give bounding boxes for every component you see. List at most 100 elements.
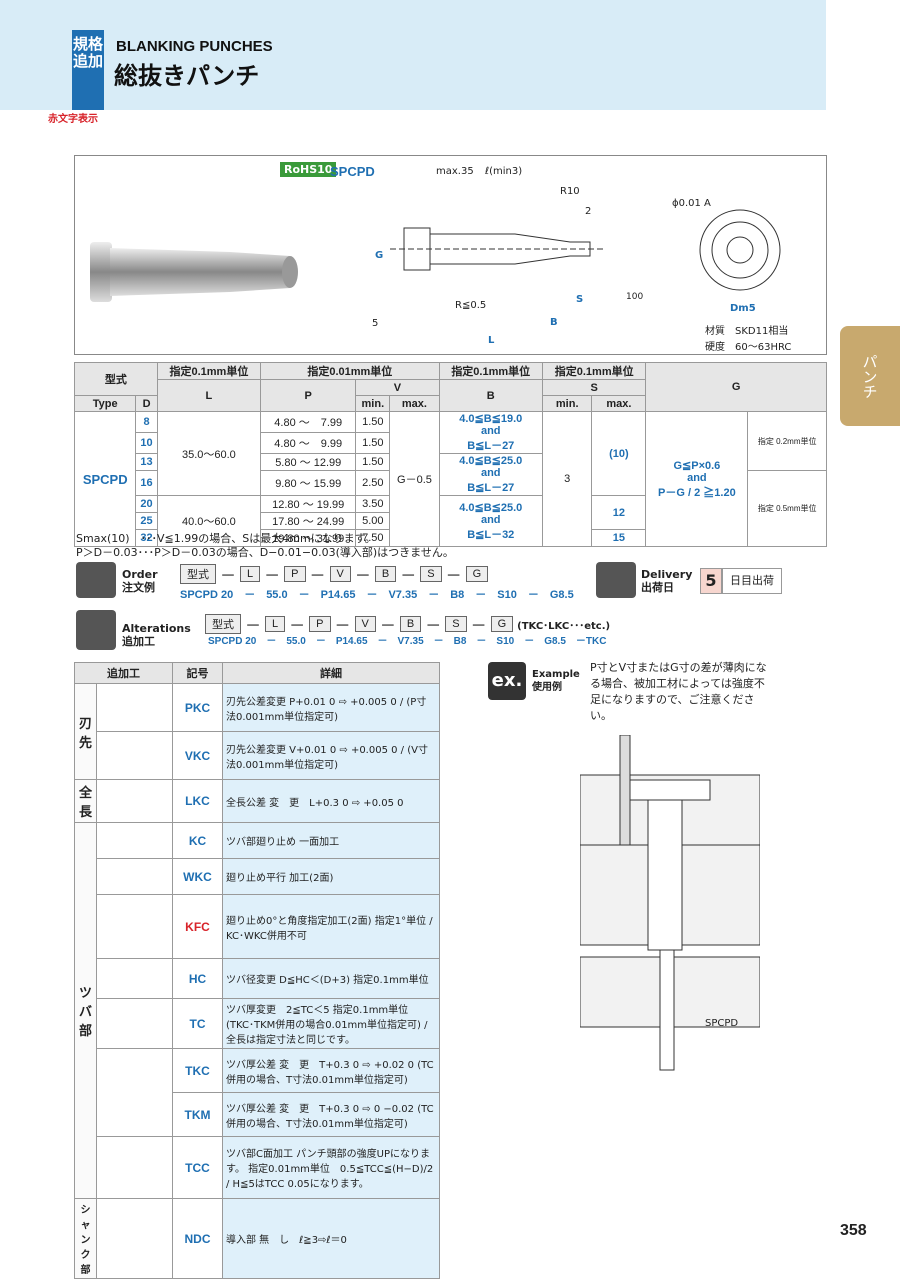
detail-vkc: 刃先公差変更 V+0.01 0 ⇨ +0.005 0 / (V寸法0.001mm… — [222, 731, 440, 780]
order-field: 型式 — [180, 564, 216, 584]
dim-r05: R≦0.5 — [455, 300, 487, 311]
th-v-min: min. — [355, 395, 391, 412]
d-cell: 16 — [135, 470, 158, 496]
th-g: G — [645, 362, 827, 412]
dim-g: G — [375, 250, 384, 261]
example-icon: ex. — [488, 662, 526, 700]
code-tc[interactable]: TC — [172, 998, 223, 1049]
product-drawing-frame — [74, 155, 827, 355]
th-v: V — [355, 379, 440, 396]
l-range-2: 40.0～60.0 — [156, 495, 262, 547]
d-cell: 8 — [135, 411, 158, 433]
code-kfc[interactable]: KFC — [172, 894, 223, 959]
th-alt: 追加工 — [74, 662, 173, 684]
alt-suffix: (TKC･LKC･･･etc.) — [517, 620, 611, 632]
order-field: L — [240, 566, 261, 582]
alt-field: S — [445, 616, 467, 632]
code-wkc[interactable]: WKC — [172, 858, 223, 895]
th-l: L — [156, 379, 262, 412]
v-min-cell: 1.50 — [355, 432, 391, 454]
code-pkc[interactable]: PKC — [172, 683, 223, 732]
alt-field: B — [399, 616, 422, 632]
v-min-cell: 1.50 — [355, 453, 391, 471]
side-view-drawing — [390, 227, 605, 271]
product-photo — [90, 242, 298, 302]
v-min-cell: 2.50 — [355, 470, 391, 496]
dim-s: S — [576, 294, 584, 305]
th-unit-l: 指定0.1mm単位 — [156, 362, 262, 380]
dim-lmin: ℓ(min3) — [485, 166, 523, 177]
detail-tkc: ツバ厚公差 変 更 T+0.3 0 ⇨ +0.02 0 (TC併用の場合、T寸法… — [222, 1048, 440, 1093]
th-d: D — [135, 395, 158, 412]
note-smax: Smax(10) ･･･V≦1.99の場合、Sは最大4mmになります。 — [76, 532, 376, 545]
flatness-spec: ϕ0.01 A — [672, 198, 711, 209]
order-field: V — [329, 566, 351, 582]
g-note-2: 指定 0.5mm単位 — [747, 470, 827, 547]
alteration-fields: 型式－ L－ P－ V－ B－ S－ G (TKC･LKC･･･etc.) — [205, 612, 610, 636]
th-unit-pv: 指定0.01mm単位 — [260, 362, 440, 380]
detail-kc: ツバ部廻り止め 一面加工 — [222, 822, 440, 859]
g-note-1: 指定 0.2mm単位 — [747, 411, 827, 471]
l-range-1: 35.0～60.0 — [156, 411, 262, 496]
th-code: 記号 — [172, 662, 223, 684]
th-unit-s: 指定0.1mm単位 — [541, 362, 647, 380]
alt-field: G — [490, 616, 514, 632]
code-vkc[interactable]: VKC — [172, 731, 223, 780]
detail-pkc: 刃先公差変更 P+0.01 0 ⇨ +0.005 0 / (P寸法0.001mm… — [222, 683, 440, 732]
detail-tcc: ツバ部C面加工 パンチ頭部の強度UPになります。 指定0.01mm単位 0.5≦… — [222, 1136, 440, 1199]
d-cell: 20 — [135, 495, 158, 513]
d-cell: 32 — [135, 529, 158, 547]
example-part-label: SPCPD — [705, 1018, 739, 1029]
dim-100: 100 — [626, 292, 644, 302]
detail-kfc: 廻り止め0°と角度指定加工(2面) 指定1°単位 / KC･WKC併用不可 — [222, 894, 440, 959]
d-cell: 13 — [135, 453, 158, 471]
order-fields: 型式－ L－ P－ V－ B－ S－ G — [180, 562, 489, 586]
s-max-1: (10) — [591, 411, 647, 496]
code-tkm[interactable]: TKM — [172, 1092, 223, 1137]
detail-wkc: 廻り止め平行 加工(2面) — [222, 858, 440, 895]
dim-b: B — [550, 317, 558, 328]
p-cell: 4.80 ～ 9.99 — [260, 432, 357, 454]
dim-2: 2 — [585, 206, 592, 217]
p-cell: 17.80 ～ 24.99 — [260, 512, 357, 530]
order-field: S — [420, 566, 442, 582]
code-tcc[interactable]: TCC — [172, 1136, 223, 1199]
code-kc[interactable]: KC — [172, 822, 223, 859]
alt-field: P — [309, 616, 331, 632]
order-field: G — [465, 566, 489, 582]
dim-dm5: Dm5 — [730, 303, 756, 314]
cat-flange: ツバ部 — [74, 822, 97, 1199]
rohs-badge: RoHS10 — [280, 162, 337, 177]
s-max-2: 12 — [591, 495, 647, 530]
th-v-max: max. — [389, 395, 440, 412]
detail-ndc: 導入部 無 し ℓ≧3⇨ℓ＝0 — [222, 1198, 440, 1279]
dim-max35: max.35 — [436, 166, 474, 177]
note-p-d: P＞D－0.03･･･P＞D－0.03の場合、D−0.01−0.03(導入部)は… — [76, 546, 454, 559]
delivery-unit: 日目出荷 — [722, 568, 782, 594]
p-cell: 19.80 ～ 31.99 — [260, 529, 357, 547]
code-lkc[interactable]: LKC — [172, 779, 223, 823]
alt-field: 型式 — [205, 614, 241, 634]
truck-icon — [596, 562, 636, 598]
s-min-cell: 3 — [541, 411, 593, 547]
v-min-cell: 3.50 — [355, 495, 391, 513]
v-max-cell: G－0.5 — [389, 411, 440, 547]
code-ndc[interactable]: NDC — [172, 1198, 223, 1279]
cat-shank: シャンク部 — [74, 1198, 97, 1279]
v-min-cell: 5.00 — [355, 512, 391, 530]
th-detail: 詳細 — [222, 662, 440, 684]
p-cell: 4.80 ～ 7.99 — [260, 411, 357, 433]
v-min-cell: 7.50 — [355, 529, 391, 547]
code-hc[interactable]: HC — [172, 958, 223, 999]
code-tkc[interactable]: TKC — [172, 1048, 223, 1093]
side-tab-punch[interactable]: パンチ — [840, 326, 900, 426]
end-view-drawing — [699, 209, 781, 291]
dim-5: 5 — [372, 318, 379, 329]
v-min-cell: 1.50 — [355, 411, 391, 433]
detail-lkc: 全長公差 変 更 L+0.3 0 ⇨ +0.05 0 — [222, 779, 440, 823]
